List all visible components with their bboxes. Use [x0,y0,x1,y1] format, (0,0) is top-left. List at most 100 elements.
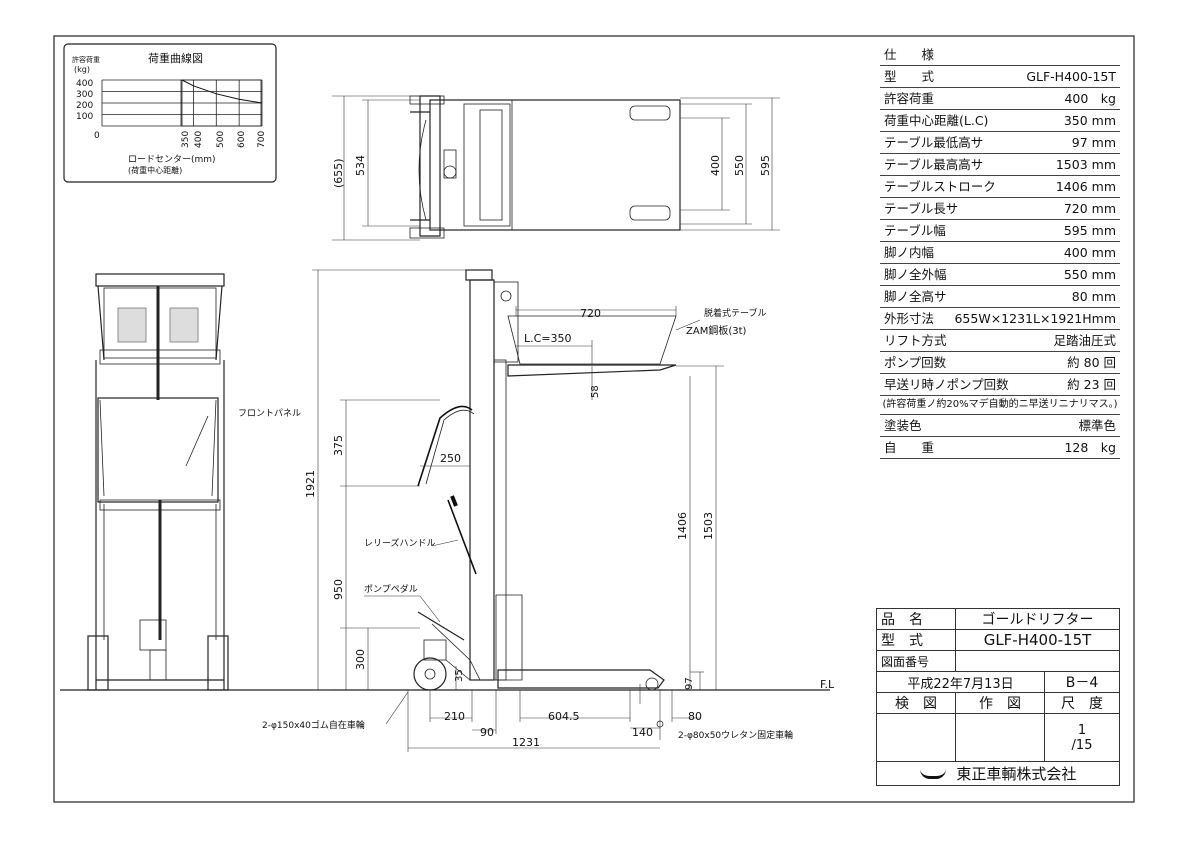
spec-value: 400 kg [1064,91,1116,106]
title-block: 品 名 ゴールドリフター 型 式 GLF-H400-15T 図面番号 平成22年… [876,608,1120,804]
spec-value: 655W×1231L×1921Hmm [954,311,1116,326]
dim-210: 210 [444,710,465,723]
spec-header-label: 仕 様 [884,47,935,62]
spec-value: 1406 mm [1055,179,1116,194]
y-tick: 100 [76,112,93,122]
x-tick: 350 [181,131,191,148]
spec-value: 97 mm [1071,135,1116,150]
load-chart-title: 荷重曲線図 [148,51,203,65]
load-chart-ylabel: 許容荷重 [72,55,100,64]
spec-note: (許容荷重ノ約20%マデ自動的ニ早送リニナリマス。) [880,396,1120,415]
drawing-no-value [955,650,1120,672]
date: 平成22年7月13日 [876,671,1045,693]
dim-595: 595 [759,155,772,176]
spec-row: テーブル最低高サ 97 mm [880,132,1120,154]
spec-key: 自 重 [884,440,935,455]
spec-row: 塗装色 標準色 [880,415,1120,437]
dim-300: 300 [354,649,367,670]
spec-row: リフト方式足踏油圧式 [880,330,1120,352]
dim-950: 950 [332,579,345,600]
spec-key: リフト方式 [884,333,947,348]
dim-655: (655) [332,158,345,188]
fl-label: F.L [820,678,835,691]
spec-row: テーブル長サ 720 mm [880,198,1120,220]
load-curve-line [181,79,263,104]
dim-80: 80 [688,710,702,723]
scale-label: 尺 度 [1044,692,1120,714]
spec-value: 約 80 回 [1067,355,1116,370]
y-tick: 400 [76,79,93,89]
spec-key: ポンプ回数 [884,355,947,370]
detachable-table-label: 脱着式テーブル [704,307,766,319]
check-stamp [876,713,956,762]
spec-row: ポンプ回数 約 80 回 [880,352,1120,374]
release-handle-label: レリーズハンドル [364,537,436,549]
check-label: 検 図 [876,692,956,714]
spec-row: 早送リ時ノポンプ回数 約 23 回 [880,374,1120,396]
name-value: ゴールドリフター [955,608,1120,630]
lc-label: L.C=350 [524,332,572,345]
x-tick: 700 [257,131,267,148]
spec-row: テーブルストローク 1406 mm [880,176,1120,198]
spec-row: 脚ノ全外幅 550 mm [880,264,1120,286]
dim-1503: 1503 [702,512,715,540]
load-chart-yunit: (kg) [74,65,90,74]
model-label: 型 式 [876,629,956,651]
sheet-border [53,35,1135,803]
dim-35: 35 [454,669,465,682]
spec-value: 720 mm [1063,201,1116,216]
spec-key: テーブル最低高サ [884,135,984,150]
spec-key: テーブル長サ [884,201,959,216]
spec-row: 自 重 128 kg [880,437,1120,459]
spec-key: 早送リ時ノポンプ回数 [884,377,1009,392]
front-panel-label: フロントパネル [238,408,301,419]
spec-key: 型 式 [884,69,935,84]
spec-value: 約 23 回 [1067,377,1116,392]
x-tick: 500 [216,131,226,148]
spec-key: 脚ノ全外幅 [884,267,947,282]
spec-value: 128 kg [1064,440,1116,455]
spec-value: 550 mm [1063,267,1116,282]
x-tick: 600 [237,131,247,148]
spec-key: テーブル幅 [884,223,946,238]
dim-550: 550 [733,155,746,176]
zam-plate-label: ZAM鋼板(3t) [686,324,747,337]
drawing-no-label: 図面番号 [876,650,956,672]
scale-denominator: 15 [1075,737,1093,753]
draw-stamp [955,713,1045,762]
spec-value: 350 mm [1063,113,1116,128]
spec-row: 荷重中心距離(L.C)350 mm [880,110,1120,132]
side-view: 1921 375 250 950 300 35 720 58 1406 1503… [60,269,835,752]
spec-value: 標準色 [1078,418,1116,433]
spec-key: 許容荷重 [884,91,935,106]
dim-90: 90 [480,726,494,739]
x-axis-label: ロードセンター(mm) [128,154,216,165]
dim-604: 604.5 [548,710,580,723]
spec-key: 脚ノ全高サ [884,289,947,304]
draw-label: 作 図 [955,692,1045,714]
dim-97: 97 [684,677,695,690]
spec-value: 1503 mm [1055,157,1116,172]
spec-row: テーブル最高高サ 1503 mm [880,154,1120,176]
y-tick: 0 [94,131,100,141]
spec-key: テーブルストローク [884,179,996,194]
spec-value: 400 mm [1063,245,1116,260]
spec-key: テーブル最高高サ [884,157,984,172]
dim-720: 720 [580,307,601,320]
dim-1406: 1406 [676,512,689,540]
x-axis-sublabel: (荷重中心距離) [128,165,182,175]
front-caster-label: 2-φ150x40ゴム自在車輪 [262,719,365,731]
scale-numerator: 1 [1077,722,1087,738]
dim-58: 58 [590,385,601,398]
spec-row: 許容荷重 400 kg [880,88,1120,110]
spec-key: 塗装色 [884,418,922,433]
front-view [87,273,229,691]
sheet-code: B－4 [1044,671,1120,693]
spec-header: 仕 様 [880,44,1120,66]
dim-250: 250 [440,452,461,465]
dim-400: 400 [709,155,722,176]
